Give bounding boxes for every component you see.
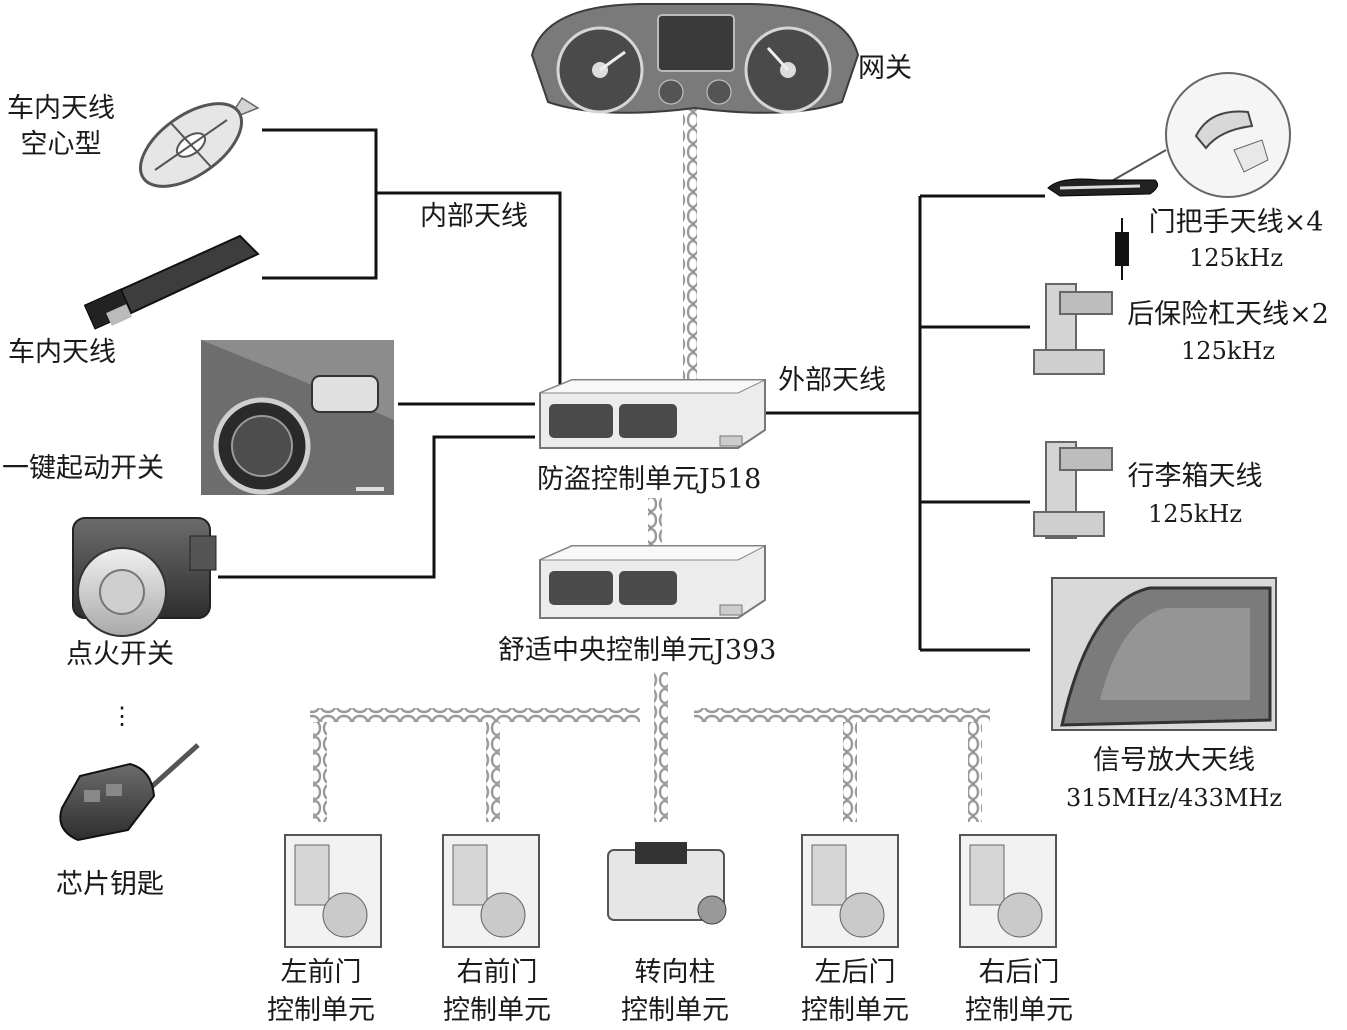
right-rear-door-label-1: 右后门 — [978, 957, 1060, 988]
chip-key-image — [59, 743, 200, 842]
chip-key-label: 芯片钥匙 — [56, 869, 164, 900]
rear-bumper-antenna-image — [1033, 283, 1113, 375]
left-rear-door-label-1: 左后门 — [814, 957, 896, 988]
left-front-door-label-2: 控制单元 — [267, 995, 375, 1026]
car-window-image — [1051, 577, 1277, 731]
can-bus-wires — [310, 105, 990, 822]
j518-module-image — [539, 379, 766, 449]
door-handle-antenna-image — [1047, 72, 1291, 280]
trunk-antenna-freq: 125kHz — [1148, 500, 1242, 528]
start-button-image — [201, 340, 394, 495]
inner-antenna-label: 车内天线 — [8, 337, 116, 368]
ellipsis-mark: ⋮ — [110, 702, 134, 730]
external-antenna-label: 外部天线 — [778, 365, 886, 396]
internal-antenna-connectors — [262, 128, 562, 402]
internal-antenna-label: 内部天线 — [420, 201, 528, 232]
start-button-label: 一键起动开关 — [2, 453, 164, 484]
signal-amplifier-antenna-label: 信号放大天线 — [1093, 745, 1255, 776]
door-handle-antenna-label: 门把手天线×4 — [1148, 207, 1324, 238]
ignition-switch-connector — [218, 435, 535, 579]
steering-column-label-2: 控制单元 — [621, 995, 729, 1026]
right-front-door-label-2: 控制单元 — [443, 995, 551, 1026]
gateway-label: 网关 — [858, 53, 912, 84]
j393-module-image — [539, 545, 766, 619]
steering-column-label-1: 转向柱 — [634, 957, 716, 988]
trunk-antenna-label: 行李箱天线 — [1127, 461, 1263, 492]
ignition-switch-label: 点火开关 — [66, 639, 174, 670]
external-antenna-connectors — [760, 194, 1045, 652]
left-front-door-label-1: 左前门 — [280, 957, 362, 988]
inner-antenna-image — [83, 234, 260, 330]
left-front-door-unit-image — [284, 834, 382, 948]
right-front-door-unit-image — [442, 834, 540, 948]
hollow-antenna-label-1: 车内天线 — [7, 93, 115, 124]
door-handle-antenna-freq: 125kHz — [1189, 244, 1283, 272]
j393-label: 舒适中央控制单元J393 — [498, 635, 777, 666]
rear-bumper-antenna-freq: 125kHz — [1181, 337, 1275, 365]
rear-bumper-antenna-label: 后保险杠天线×2 — [1127, 299, 1329, 330]
hollow-antenna-label-2: 空心型 — [20, 129, 102, 160]
trunk-antenna-image — [1033, 441, 1113, 539]
instrument-cluster-image — [530, 3, 860, 114]
right-rear-door-label-2: 控制单元 — [965, 995, 1073, 1026]
right-front-door-label-1: 右前门 — [456, 957, 538, 988]
right-rear-door-unit-image — [959, 834, 1057, 948]
left-rear-door-unit-image — [801, 834, 899, 948]
hollow-antenna-image — [138, 96, 260, 188]
left-rear-door-label-2: 控制单元 — [801, 995, 909, 1026]
signal-amplifier-antenna-freq: 315MHz/433MHz — [1066, 784, 1282, 812]
j518-label: 防盗控制单元J518 — [537, 464, 762, 495]
ignition-switch-image — [72, 517, 217, 637]
steering-column-unit-image — [607, 842, 727, 925]
